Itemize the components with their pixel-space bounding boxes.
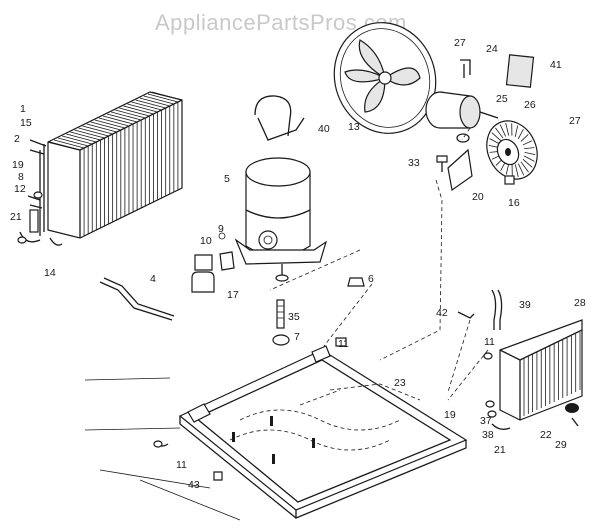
compressor (234, 157, 328, 282)
callout-2: 2 (14, 133, 20, 145)
callout-10: 10 (200, 235, 212, 247)
callout-17: 17 (227, 289, 239, 301)
callout-38: 38 (482, 429, 494, 441)
screw-11 (335, 337, 347, 347)
callout-43: 43 (188, 479, 200, 491)
callout-33: 33 (408, 157, 420, 169)
clip-24 (460, 59, 471, 78)
callout-21: 21 (10, 211, 22, 223)
evaporator-coil (499, 319, 583, 421)
callout-19: 19 (12, 159, 24, 171)
callout-25: 25 (496, 93, 508, 105)
callout-5: 5 (224, 173, 230, 185)
callout-12: 12 (14, 183, 26, 195)
guide-lines (84, 377, 241, 521)
callout-27: 27 (569, 115, 581, 127)
callout-1: 1 (20, 103, 26, 115)
callout-24: 24 (486, 43, 498, 55)
callout-6: 6 (368, 273, 374, 285)
blower-wheel (486, 120, 538, 180)
leader-nut (323, 283, 373, 347)
callout-37: 37 (480, 415, 492, 427)
callout-21: 21 (494, 444, 506, 456)
callout-11: 11 (338, 338, 349, 350)
callout-13: 13 (348, 121, 360, 133)
callout-23: 23 (394, 377, 406, 389)
callout-16: 16 (508, 197, 520, 209)
callout-41: 41 (550, 59, 562, 71)
callout-42: 42 (436, 307, 448, 319)
callout-27: 27 (454, 37, 466, 49)
callout-15: 15 (20, 117, 32, 129)
callout-35: 35 (288, 311, 300, 323)
leader-evap-2 (447, 349, 489, 401)
coil-fittings (17, 139, 63, 246)
callout-22: 22 (540, 429, 552, 441)
leader-motor (379, 179, 443, 361)
callout-40: 40 (318, 123, 330, 135)
leader-compressor (269, 249, 361, 291)
pad-41 (505, 54, 535, 88)
fan-motor (425, 91, 499, 143)
screw-33 (436, 155, 448, 172)
evap-fittings (457, 289, 579, 430)
callout-11: 11 (176, 459, 187, 471)
callout-9: 9 (218, 223, 224, 235)
loop-tube-40 (254, 95, 305, 141)
leader-evap (447, 319, 471, 393)
callout-4: 4 (150, 273, 156, 285)
relay-parts (191, 232, 235, 293)
callout-14: 14 (44, 267, 56, 279)
condenser-coil (39, 91, 183, 239)
stud-35 (276, 299, 285, 329)
part-16-block (504, 175, 515, 185)
callout-26: 26 (524, 99, 536, 111)
callout-39: 39 (519, 299, 531, 311)
callout-8: 8 (18, 171, 24, 183)
callout-28: 28 (574, 297, 586, 309)
callout-20: 20 (472, 191, 484, 203)
tube-4 (99, 277, 175, 321)
callout-29: 29 (555, 439, 567, 451)
grommet-7 (272, 334, 290, 346)
nut-6 (347, 277, 365, 287)
callout-7: 7 (294, 331, 300, 343)
callout-11: 11 (484, 336, 495, 348)
screw-43 (213, 471, 223, 481)
base-pan (178, 345, 468, 519)
callout-19: 19 (444, 409, 456, 421)
motor-bracket-20 (447, 148, 473, 192)
fan-blade (333, 22, 437, 134)
